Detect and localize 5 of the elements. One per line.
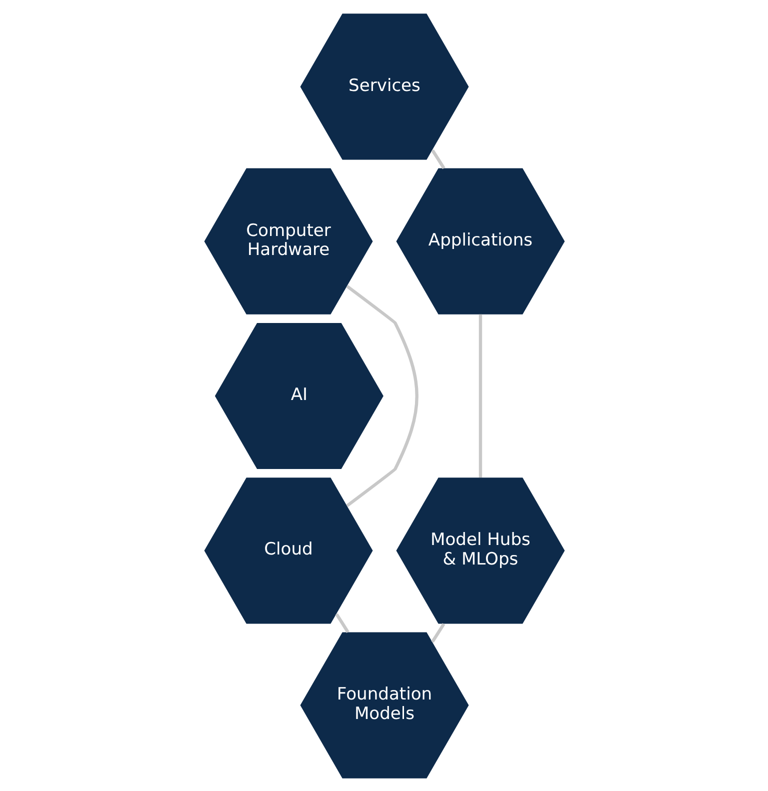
connector bbox=[430, 622, 445, 642]
connector bbox=[334, 612, 349, 632]
connector bbox=[430, 148, 445, 169]
connector bbox=[478, 314, 482, 477]
connector bbox=[346, 284, 418, 507]
